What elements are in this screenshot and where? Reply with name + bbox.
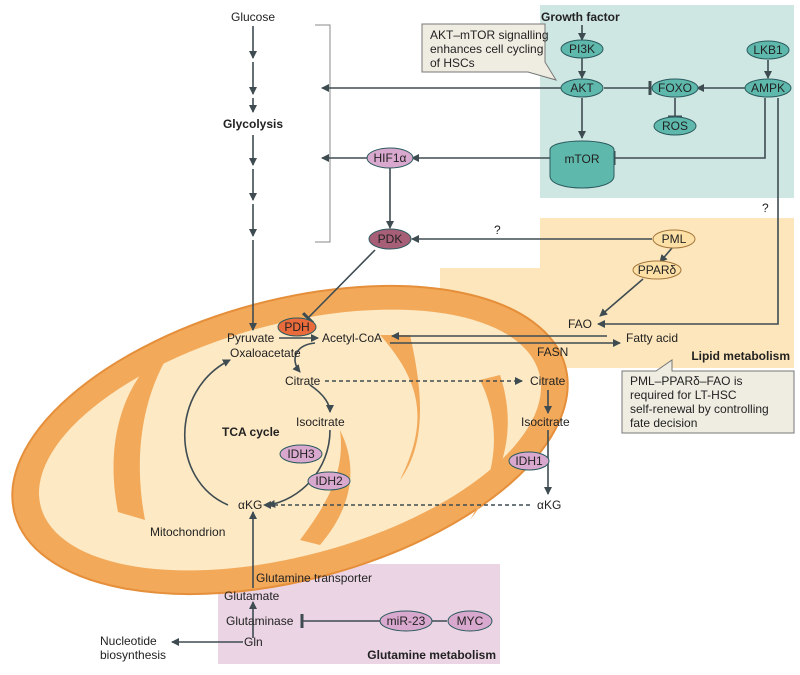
node-hif1a-label: HIF1α [374, 151, 407, 165]
fasn-label: FASN [537, 345, 568, 359]
pml-callout-line-2: required for LT-HSC [630, 388, 737, 402]
node-pi3k: PI3K [560, 39, 604, 59]
signalling-arrows [171, 25, 779, 646]
pyruvate-label: Pyruvate [227, 331, 275, 345]
node-mtor-label: mTOR [564, 152, 599, 166]
akg-mito-label: αKG [238, 498, 262, 512]
node-hif1a: HIF1α [366, 147, 414, 169]
node-foxo-label: FOXO [658, 81, 692, 95]
node-lkb1-label: LKB1 [753, 43, 783, 57]
node-idh3-label: IDH3 [287, 447, 315, 461]
glycolysis-bracket [315, 24, 331, 243]
node-mir23-label: miR-23 [387, 614, 426, 628]
node-pml: PML [652, 229, 696, 249]
glutamine-metabolism-title: Glutamine metabolism [367, 648, 496, 662]
node-pi3k-label: PI3K [569, 42, 595, 56]
akt-callout-line-2: enhances cell cycling [430, 42, 543, 56]
question-mark-ampk-fao: ? [762, 201, 769, 215]
node-pdh: PDH [277, 317, 317, 337]
isocitrate-cyto-label: Isocitrate [521, 415, 570, 429]
question-mark-pml-pdk: ? [494, 223, 501, 237]
akt-callout: AKT–mTOR signalling enhances cell cyclin… [421, 23, 558, 81]
growth-factor-title: Growth factor [541, 10, 620, 24]
glycolysis-label: Glycolysis [223, 117, 283, 131]
node-idh1: IDH1 [508, 451, 550, 471]
tca-cycle-label: TCA cycle [222, 425, 280, 439]
node-ros-label: ROS [662, 119, 688, 133]
glutamine-transporter-label: Glutamine transporter [256, 571, 372, 585]
node-akt-label: AKT [570, 81, 594, 95]
node-ampk-label: AMPK [751, 81, 785, 95]
akt-callout-line-3: of HSCs [430, 56, 475, 70]
fao-label: FAO [568, 317, 592, 331]
pml-callout-line-4: fate decision [630, 416, 697, 430]
node-lkb1: LKB1 [746, 40, 790, 60]
mitochondrion-label: Mitochondrion [150, 525, 225, 539]
akg-cyto-label: αKG [537, 498, 561, 512]
lipid-metabolism-title: Lipid metabolism [691, 349, 790, 363]
node-myc-label: MYC [457, 614, 484, 628]
akt-callout-line-1: AKT–mTOR signalling [430, 28, 549, 42]
node-akt: AKT [560, 78, 604, 98]
citrate-cyto-label: Citrate [530, 374, 566, 388]
node-pdk: PDK [368, 228, 412, 250]
nucleotide-label: Nucleotide [100, 634, 157, 648]
acetyl-coa-label: Acetyl-CoA [322, 331, 382, 345]
citrate-mito-label: Citrate [285, 374, 321, 388]
node-mtor: mTOR [549, 140, 615, 189]
node-pdh-label: PDH [284, 320, 309, 334]
glucose-label: Glucose [231, 10, 275, 24]
node-idh3: IDH3 [279, 444, 323, 464]
node-ppard: PPARδ [632, 260, 682, 280]
gln-label: Gln [244, 635, 263, 649]
node-myc: MYC [447, 610, 493, 632]
node-ros: ROS [653, 116, 697, 136]
fatty-acid-label: Fatty acid [626, 331, 678, 345]
pml-callout: PML–PPARδ–FAO is required for LT-HSC sel… [621, 359, 795, 434]
node-ppard-label: PPARδ [638, 263, 677, 277]
node-mir23: miR-23 [379, 610, 433, 632]
node-ampk: AMPK [744, 78, 792, 98]
node-idh2-label: IDH2 [315, 474, 343, 488]
isocitrate-mito-label: Isocitrate [296, 415, 345, 429]
pml-callout-line-3: self-renewal by controlling [630, 402, 769, 416]
node-idh2: IDH2 [307, 471, 351, 491]
oxaloacetate-label: Oxaloacetate [230, 346, 301, 360]
glutamate-label: Glutamate [224, 589, 280, 603]
glutaminase-label: Glutaminase [226, 614, 294, 628]
biosynthesis-label: biosynthesis [100, 648, 166, 662]
node-pdk-label: PDK [378, 232, 403, 246]
node-idh1-label: IDH1 [515, 454, 543, 468]
pml-callout-line-1: PML–PPARδ–FAO is [630, 374, 743, 388]
node-foxo: FOXO [651, 78, 699, 98]
node-pml-label: PML [662, 232, 687, 246]
